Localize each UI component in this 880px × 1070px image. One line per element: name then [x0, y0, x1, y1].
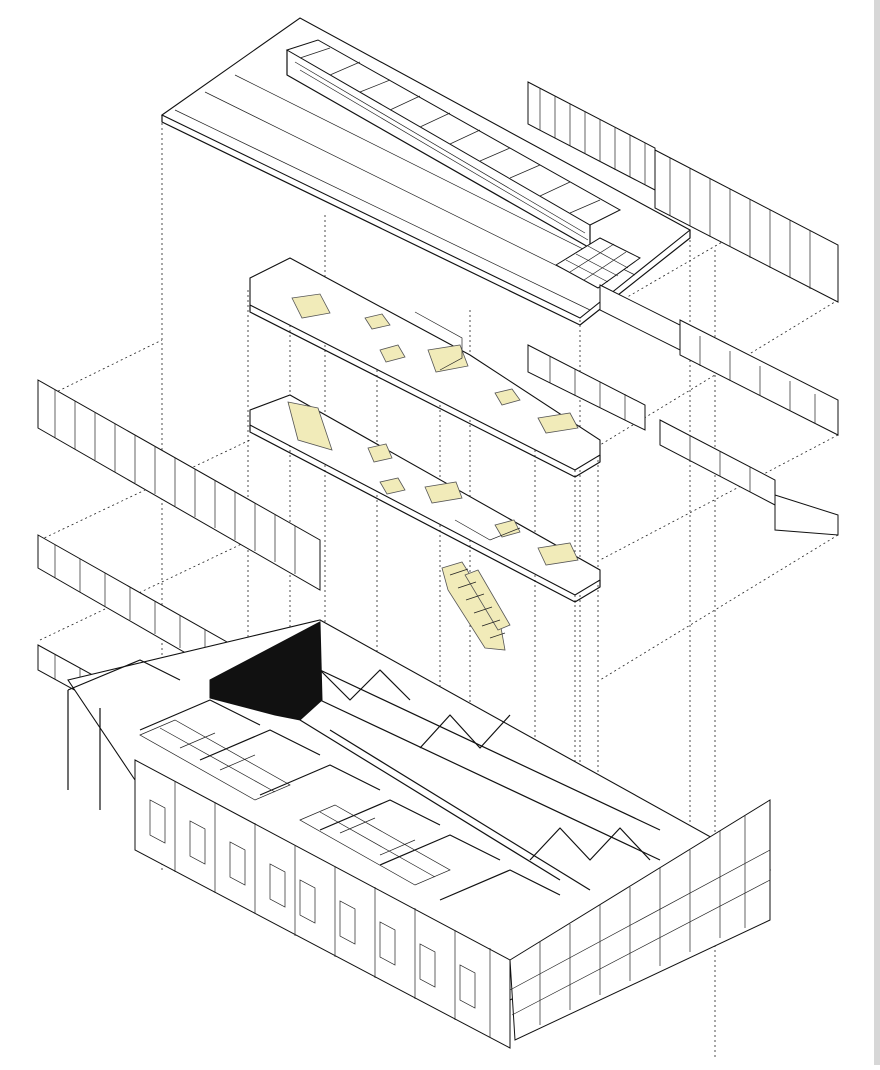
highlight-zone-3 — [379, 344, 406, 363]
highlight-volume — [287, 401, 333, 451]
ground-structure — [67, 619, 772, 1049]
highlight-zone-2 — [364, 313, 391, 330]
roof-layer — [160, 17, 691, 326]
highlight-zone-11 — [537, 542, 579, 566]
highlight-zone-7 — [367, 443, 393, 463]
highlight-zone-1 — [291, 293, 331, 319]
upper-floor-slab — [249, 257, 601, 478]
stair-element — [441, 561, 511, 651]
highlight-zone-10 — [494, 519, 521, 538]
highlight-zone-9 — [424, 481, 463, 504]
highlight-zone-4 — [427, 344, 469, 373]
highlight-zone-5 — [494, 388, 521, 406]
highlight-zone-6 — [537, 412, 579, 434]
lower-floor-slab — [249, 394, 601, 603]
page-edge-bar — [874, 0, 880, 1065]
highlight-zone-8 — [379, 477, 406, 495]
right-facade-panels — [527, 81, 839, 536]
